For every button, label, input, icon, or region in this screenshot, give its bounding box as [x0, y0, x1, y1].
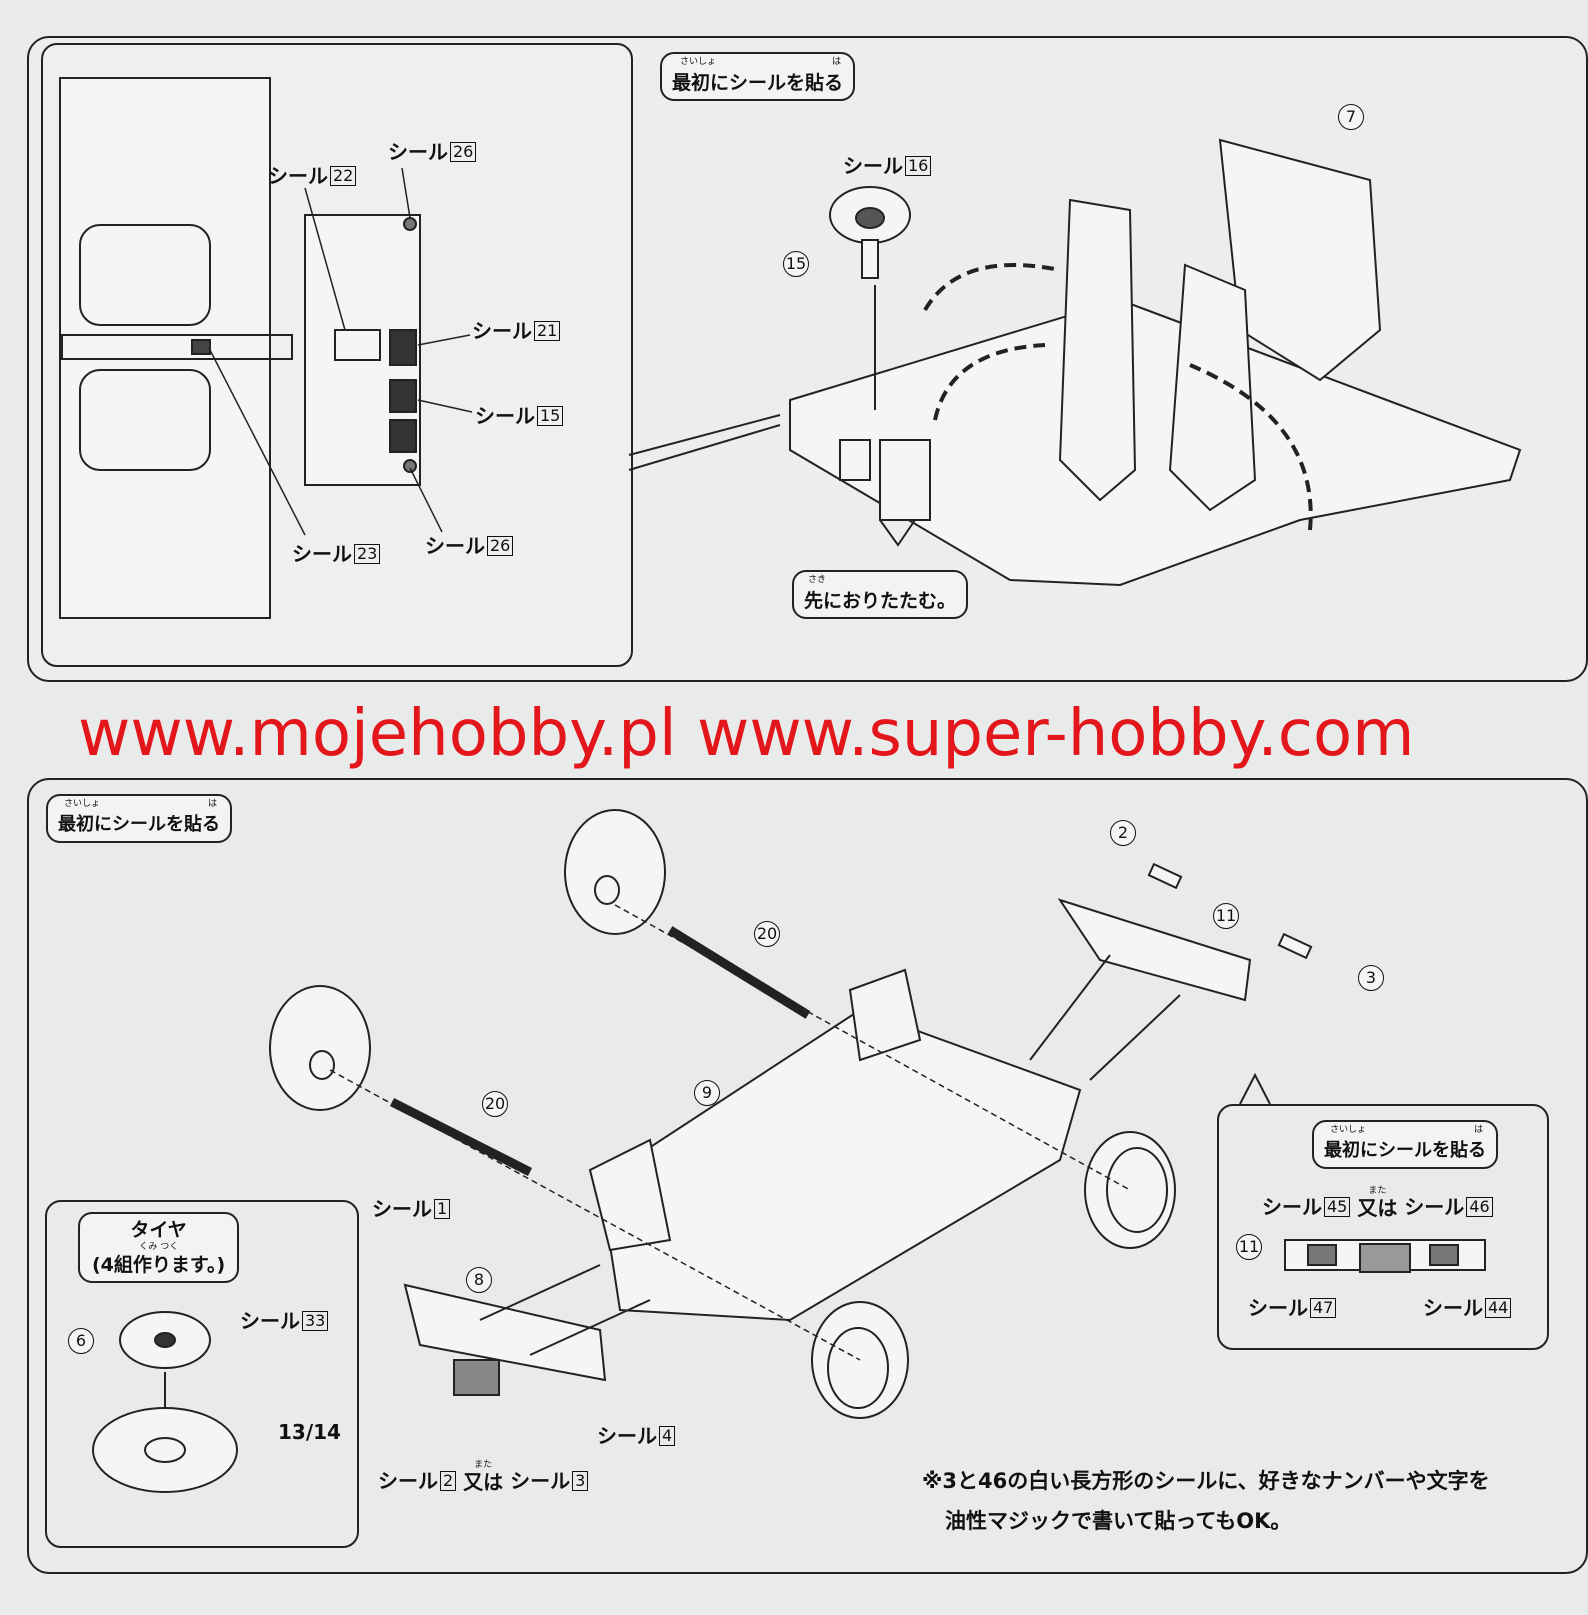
bottom-header-apply-seals-first: さいしょ は 最初にシールを貼る: [46, 794, 232, 843]
furigana: さいしょ: [64, 799, 101, 809]
custom-number-note-line1: ※3と46の白い長方形のシールに、好きなナンバーや文字を: [922, 1469, 1490, 1493]
part-number-20b: 20: [482, 1091, 508, 1117]
tire-title-text: タイヤ: [130, 1219, 187, 1241]
furigana: また: [1368, 1186, 1387, 1196]
part-number-11-inset: 11: [1236, 1234, 1262, 1260]
furigana: は: [208, 799, 218, 809]
watermark: www.mojehobby.pl www.super-hobby.com: [78, 697, 1415, 771]
chassis: [403, 862, 1313, 1396]
tire-subtitle: (4組作ります。): [92, 1254, 226, 1276]
top-header-apply-seals-first: さいしょ は 最初にシールを貼る: [660, 52, 856, 101]
inset-header-apply-seals-first: さいしょ は 最初にシールを貼る: [1312, 1120, 1498, 1169]
furigana: は: [832, 57, 842, 67]
furigana: また: [474, 1460, 493, 1470]
furigana: くみ つく: [138, 1242, 179, 1252]
part-number-6: 6: [68, 1328, 94, 1354]
fold-note-text: 先におりたたむ。: [804, 590, 957, 612]
furigana: は: [1474, 1125, 1484, 1135]
dashboard-top-view: [59, 77, 421, 619]
header-text: 最初にシールを貼る: [58, 814, 220, 835]
part-number-3: 3: [1358, 965, 1384, 991]
part-number-2: 2: [1110, 820, 1136, 846]
header-text: 最初にシールを貼る: [672, 72, 844, 94]
part-number-8: 8: [466, 1267, 492, 1293]
bottom-step-panel: [27, 778, 1588, 1574]
header-text: 最初にシールを貼る: [1324, 1140, 1486, 1161]
part-number-20a: 20: [754, 921, 780, 947]
furigana: さき: [808, 575, 827, 585]
part-number-15: 15: [783, 251, 809, 277]
part-number-13-14: 13/14: [278, 1420, 341, 1444]
furigana: さいしょ: [680, 57, 717, 67]
tire-assembly-box: [45, 1200, 359, 1548]
part-number-9: 9: [694, 1080, 720, 1106]
part-number-7: 7: [1338, 104, 1364, 130]
bumper-seal-detail-inset: [1217, 1104, 1549, 1350]
part-number-11: 11: [1213, 903, 1239, 929]
tire-title: タイヤ くみ つく (4組作ります。): [78, 1212, 240, 1283]
custom-number-note-line2: 油性マジックで書いて貼ってもOK。: [945, 1509, 1292, 1533]
fold-first-note: さき 先におりたたむ。: [792, 570, 969, 619]
furigana: さいしょ: [1330, 1125, 1367, 1135]
interior-tub: [789, 138, 1522, 587]
